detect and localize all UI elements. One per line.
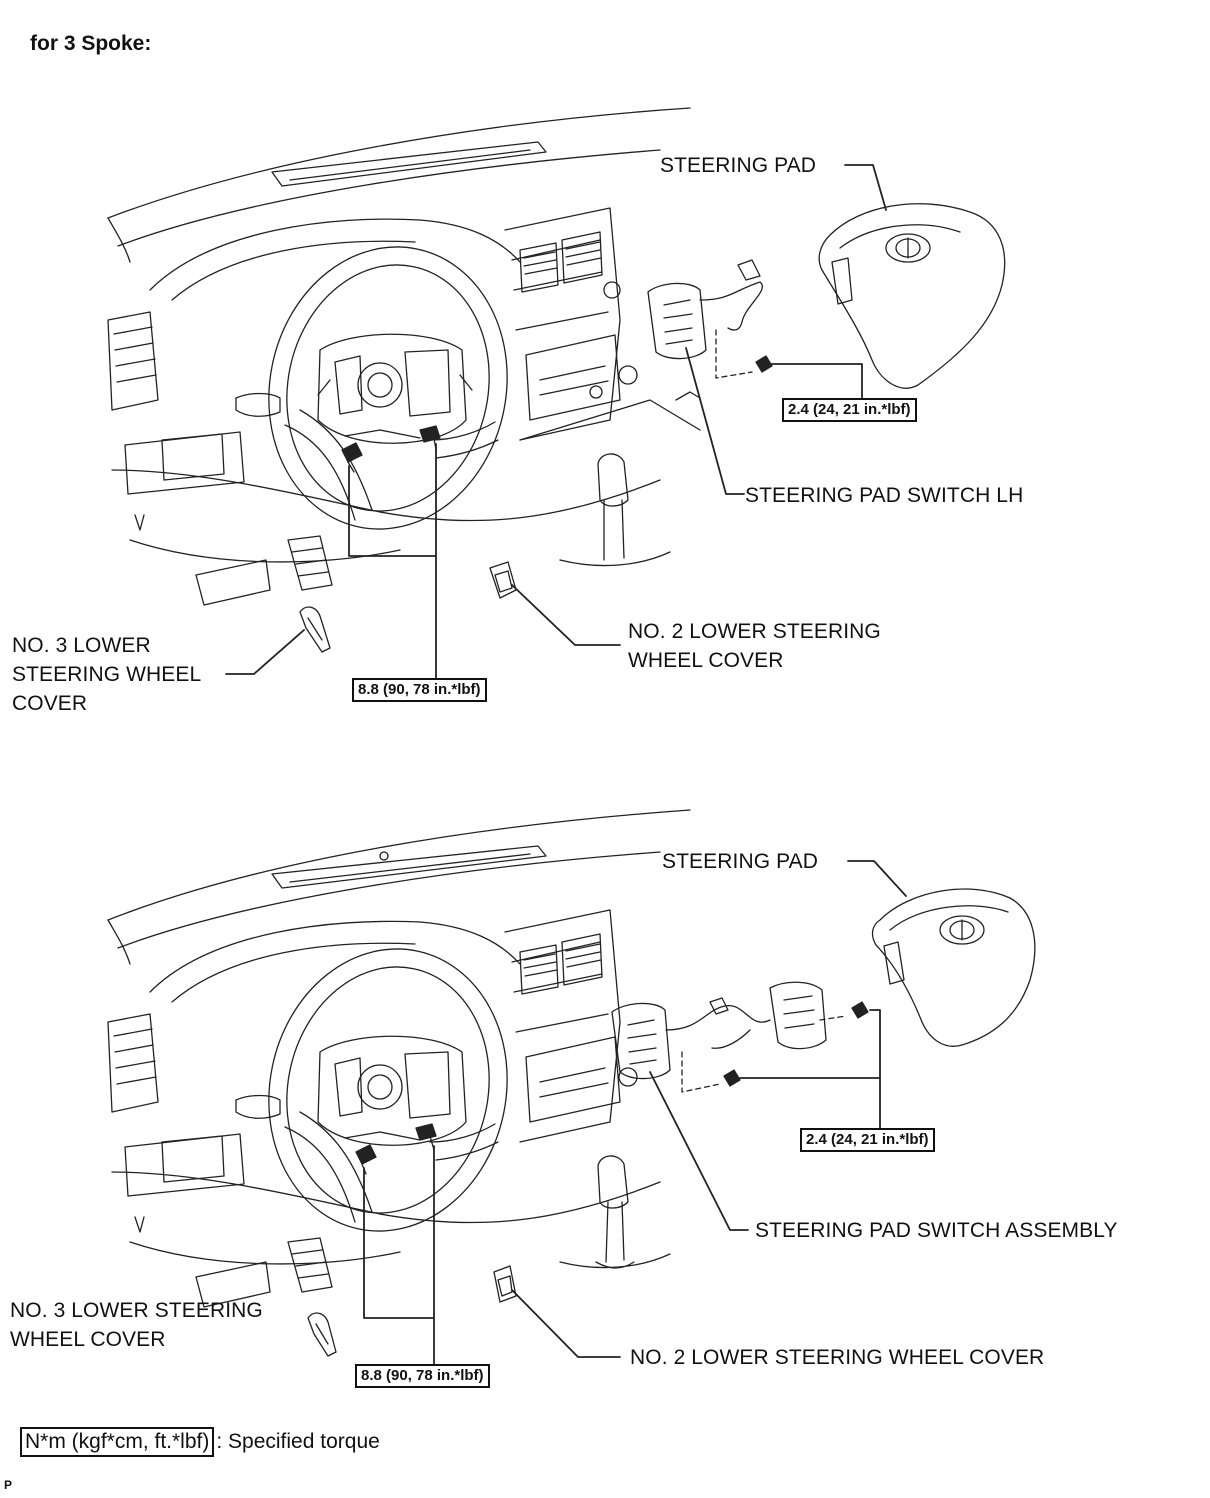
lower-cluster-hood (150, 921, 520, 992)
upper-wheel-torque-leader (349, 444, 436, 680)
upper-no3-cover-label: NO. 3 LOWER STEERING WHEEL COVER (12, 634, 202, 715)
page-heading: for 3 Spoke: (30, 32, 152, 55)
legend-unit-box: N*m (kgf*cm, ft.*lbf) (20, 1427, 215, 1457)
upper-no3-leader (226, 630, 304, 674)
upper-center-vents (520, 232, 602, 292)
legend-description: : Specified torque (216, 1430, 380, 1453)
upper-center-stack (505, 208, 620, 440)
upper-switch-label: STEERING PAD SWITCH LH (745, 484, 1024, 507)
upper-steering-pad-part (819, 204, 1004, 388)
lower-wheel-bolt-right (416, 1124, 436, 1150)
upper-switch-lh-part (648, 260, 762, 359)
lower-switch-torque-leader (740, 1010, 880, 1128)
lower-pedals (196, 1238, 332, 1307)
upper-left-vent (108, 312, 158, 410)
upper-steering-pad-label: STEERING PAD (660, 154, 817, 177)
upper-wheel-bolt-right (420, 426, 440, 450)
lower-switch-torque-box: 2.4 (24, 21 in.*lbf) (800, 1128, 935, 1152)
lower-left-switch-panel (125, 1134, 244, 1196)
lower-switch-screw-left (724, 1070, 740, 1086)
footer-mark: P (4, 1478, 13, 1492)
upper-switch-leader (686, 348, 744, 494)
upper-cluster-hood (150, 219, 520, 290)
upper-steering-pad-leader (845, 165, 886, 210)
upper-dash-brow-line (118, 150, 660, 246)
torque-legend: N*m (kgf*cm, ft.*lbf) : Specified torque (20, 1427, 380, 1457)
lower-dash-top-line (108, 810, 690, 920)
upper-wheel-bolt-left (342, 443, 362, 472)
lower-no3-cover-part (308, 1313, 336, 1356)
lower-radio-panel (526, 1037, 620, 1122)
upper-defroster-vent (272, 142, 546, 186)
upper-radio-panel (526, 335, 620, 420)
lower-no2-leader (512, 1290, 620, 1357)
upper-no2-leader (512, 585, 620, 645)
lower-dash-brow-line (118, 852, 660, 948)
lower-wheel-torque-leader (364, 1146, 434, 1364)
lower-no2-cover-part (494, 1266, 516, 1302)
lower-switch-assembly-part (612, 982, 826, 1078)
lower-defroster-vent (272, 846, 546, 888)
lower-no3-cover-label: NO. 3 LOWER STEERING WHEEL COVER (10, 1299, 263, 1351)
upper-dash-top-line (108, 108, 690, 218)
upper-switch-torque-box: 2.4 (24, 21 in.*lbf) (782, 398, 917, 422)
lower-steering-wheel (243, 927, 533, 1254)
lower-steering-pad-part (873, 889, 1035, 1046)
upper-shift-lever (560, 454, 670, 566)
upper-wheel-torque-box: 8.8 (90, 78 in.*lbf) (352, 678, 487, 702)
upper-no3-cover-part (300, 607, 330, 652)
lower-steering-pad-leader (848, 861, 906, 896)
lower-no2-cover-label: NO. 2 LOWER STEERING WHEEL COVER (630, 1346, 1045, 1369)
upper-no2-cover-label: NO. 2 LOWER STEERING WHEEL COVER (628, 620, 881, 672)
lower-switch-screw-right (852, 1002, 868, 1018)
lower-steering-pad-label: STEERING PAD (662, 850, 819, 873)
lower-wheel-torque-box: 8.8 (90, 78 in.*lbf) (355, 1364, 490, 1388)
upper-switch-torque-leader (772, 364, 862, 398)
lower-switch-label: STEERING PAD SWITCH ASSEMBLY (755, 1219, 1118, 1242)
lower-wheel-bolt-left (356, 1145, 376, 1174)
lower-center-stack (505, 910, 620, 1142)
upper-steering-wheel (243, 225, 533, 552)
upper-switch-screw (756, 356, 772, 372)
lower-switch-leader (650, 1072, 748, 1230)
upper-pedals (196, 536, 332, 605)
lower-center-vents (520, 934, 602, 994)
lower-left-vent (108, 1014, 158, 1112)
lower-shift-lever (560, 1156, 670, 1268)
